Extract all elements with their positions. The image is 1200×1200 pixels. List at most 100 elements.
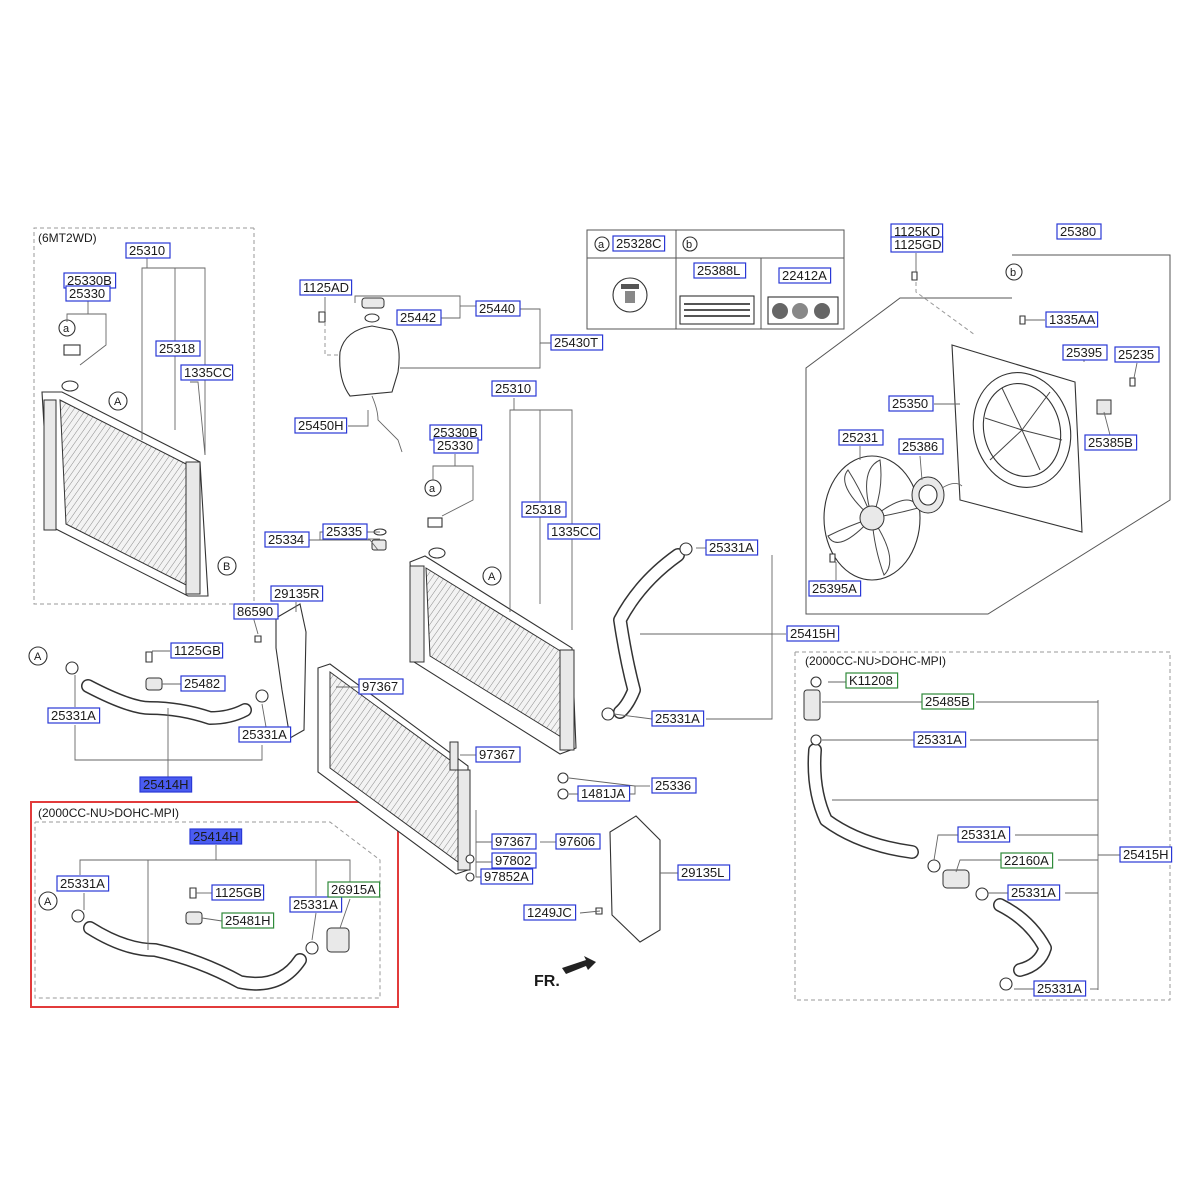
part-label-l64[interactable]: 25331A <box>1007 884 1061 901</box>
selection-highlight-box[interactable] <box>30 801 399 1008</box>
part-label-l54[interactable]: 97802 <box>491 852 537 869</box>
part-label-l46[interactable]: 25414H <box>189 828 243 845</box>
part-label-box[interactable] <box>299 279 353 296</box>
part-label-box[interactable] <box>433 437 479 454</box>
part-label-l62[interactable]: 22160A <box>1000 852 1054 869</box>
part-label-box[interactable] <box>1007 884 1061 901</box>
part-label-box[interactable] <box>491 852 537 869</box>
part-label-l61[interactable]: 25331A <box>957 826 1011 843</box>
part-label-box[interactable] <box>180 364 234 381</box>
part-label-box[interactable] <box>1033 980 1087 997</box>
part-label-box[interactable] <box>65 285 111 302</box>
part-label-box[interactable] <box>322 523 368 540</box>
part-label-l30[interactable]: 25385B <box>1084 434 1138 451</box>
part-label-l13[interactable]: 25330 <box>433 437 479 454</box>
part-label-box[interactable] <box>612 235 666 252</box>
part-label-box[interactable] <box>139 776 193 793</box>
part-label-box[interactable] <box>491 380 537 397</box>
part-label-box[interactable] <box>1045 311 1099 328</box>
part-label-l24[interactable]: 1335AA <box>1045 311 1099 328</box>
part-label-box[interactable] <box>211 884 265 901</box>
part-label-l6[interactable]: 1125AD <box>299 279 353 296</box>
part-label-l53[interactable]: 97606 <box>555 833 601 850</box>
part-label-l34[interactable]: 25331A <box>651 710 705 727</box>
part-label-l14[interactable]: 25318 <box>521 501 567 518</box>
part-label-box[interactable] <box>778 267 832 284</box>
part-label-box[interactable] <box>327 881 381 898</box>
part-label-box[interactable] <box>125 242 171 259</box>
part-label-l3[interactable]: 25330 <box>65 285 111 302</box>
part-label-box[interactable] <box>294 417 348 434</box>
part-label-box[interactable] <box>521 501 567 518</box>
part-label-box[interactable] <box>475 746 521 763</box>
part-label-box[interactable] <box>890 236 944 253</box>
part-label-box[interactable] <box>170 642 224 659</box>
part-label-l19[interactable]: 25388L <box>693 262 747 279</box>
part-label-box[interactable] <box>155 340 201 357</box>
part-label-l55[interactable]: 97852A <box>480 868 534 885</box>
part-label-box[interactable] <box>475 300 521 317</box>
part-label-box[interactable] <box>233 603 279 620</box>
part-label-box[interactable] <box>270 585 324 602</box>
part-label-l63[interactable]: 25415H <box>1119 846 1173 863</box>
part-label-l11[interactable]: 25310 <box>491 380 537 397</box>
part-label-l40[interactable]: 25331A <box>238 726 292 743</box>
part-label-box[interactable] <box>921 693 975 710</box>
part-label-l43[interactable]: 97367 <box>475 746 521 763</box>
part-label-l1[interactable]: 25310 <box>125 242 171 259</box>
part-label-box[interactable] <box>289 896 343 913</box>
part-label-box[interactable] <box>56 875 110 892</box>
part-label-l48[interactable]: 1125GB <box>211 884 265 901</box>
part-label-l56[interactable]: 29135L <box>677 864 731 881</box>
part-label-box[interactable] <box>180 675 226 692</box>
part-label-l33[interactable]: 25415H <box>786 625 840 642</box>
part-label-l42[interactable]: 97367 <box>358 678 404 695</box>
part-label-box[interactable] <box>651 710 705 727</box>
part-label-l31[interactable]: 25395A <box>808 580 862 597</box>
part-label-l51[interactable]: 26915A <box>327 881 381 898</box>
part-label-l39[interactable]: 25331A <box>47 707 101 724</box>
part-label-l16[interactable]: 25334 <box>264 531 310 548</box>
part-label-box[interactable] <box>845 672 899 689</box>
part-label-l8[interactable]: 25440 <box>475 300 521 317</box>
part-label-box[interactable] <box>1062 344 1108 361</box>
part-label-box[interactable] <box>838 429 884 446</box>
part-label-l28[interactable]: 25231 <box>838 429 884 446</box>
part-label-l29[interactable]: 25386 <box>898 438 944 455</box>
part-label-l27[interactable]: 25350 <box>888 395 934 412</box>
part-label-l52[interactable]: 97367 <box>491 833 537 850</box>
part-label-l38[interactable]: 25482 <box>180 675 226 692</box>
part-label-l65[interactable]: 25331A <box>1033 980 1087 997</box>
part-label-l18[interactable]: 25328C <box>612 235 666 252</box>
part-label-box[interactable] <box>957 826 1011 843</box>
part-label-l35[interactable]: 29135R <box>270 585 324 602</box>
part-label-l37[interactable]: 1125GB <box>170 642 224 659</box>
part-label-box[interactable] <box>1084 434 1138 451</box>
part-label-l4[interactable]: 25318 <box>155 340 201 357</box>
part-label-l26[interactable]: 25235 <box>1114 346 1160 363</box>
part-label-l22[interactable]: 1125GD <box>890 236 944 253</box>
part-label-box[interactable] <box>808 580 862 597</box>
part-label-box[interactable] <box>547 523 601 540</box>
part-label-box[interactable] <box>913 731 967 748</box>
part-label-box[interactable] <box>550 334 604 351</box>
part-label-l12[interactable]: 25330B <box>429 424 483 441</box>
part-label-l17[interactable]: 25335 <box>322 523 368 540</box>
part-label-box[interactable] <box>1056 223 1102 240</box>
part-label-l57[interactable]: 1249JC <box>523 904 577 921</box>
part-label-box[interactable] <box>693 262 747 279</box>
part-label-box[interactable] <box>1000 852 1054 869</box>
part-label-l5[interactable]: 1335CC <box>180 364 234 381</box>
part-label-box[interactable] <box>221 912 275 929</box>
part-label-l44[interactable]: 1481JA <box>577 785 631 802</box>
part-label-l45[interactable]: 25336 <box>651 777 697 794</box>
part-label-l7[interactable]: 25442 <box>396 309 442 326</box>
part-label-l2[interactable]: 25330B <box>63 272 117 289</box>
part-label-box[interactable] <box>238 726 292 743</box>
part-label-box[interactable] <box>189 828 243 845</box>
part-label-box[interactable] <box>677 864 731 881</box>
part-label-l49[interactable]: 25481H <box>221 912 275 929</box>
part-label-box[interactable] <box>47 707 101 724</box>
part-label-l15[interactable]: 1335CC <box>547 523 601 540</box>
part-label-box[interactable] <box>264 531 310 548</box>
